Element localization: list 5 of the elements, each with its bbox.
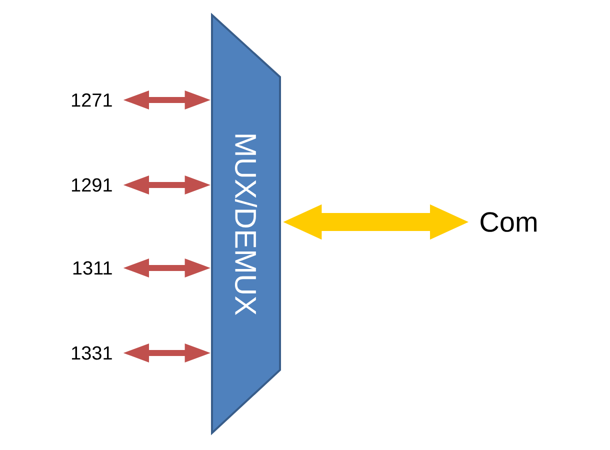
port-label: 1291 — [72, 178, 112, 192]
port-label: Com — [480, 212, 536, 232]
port-label: 1271 — [72, 93, 112, 107]
port-label: 1311 — [73, 261, 112, 275]
port-label: 1331 — [72, 346, 112, 360]
